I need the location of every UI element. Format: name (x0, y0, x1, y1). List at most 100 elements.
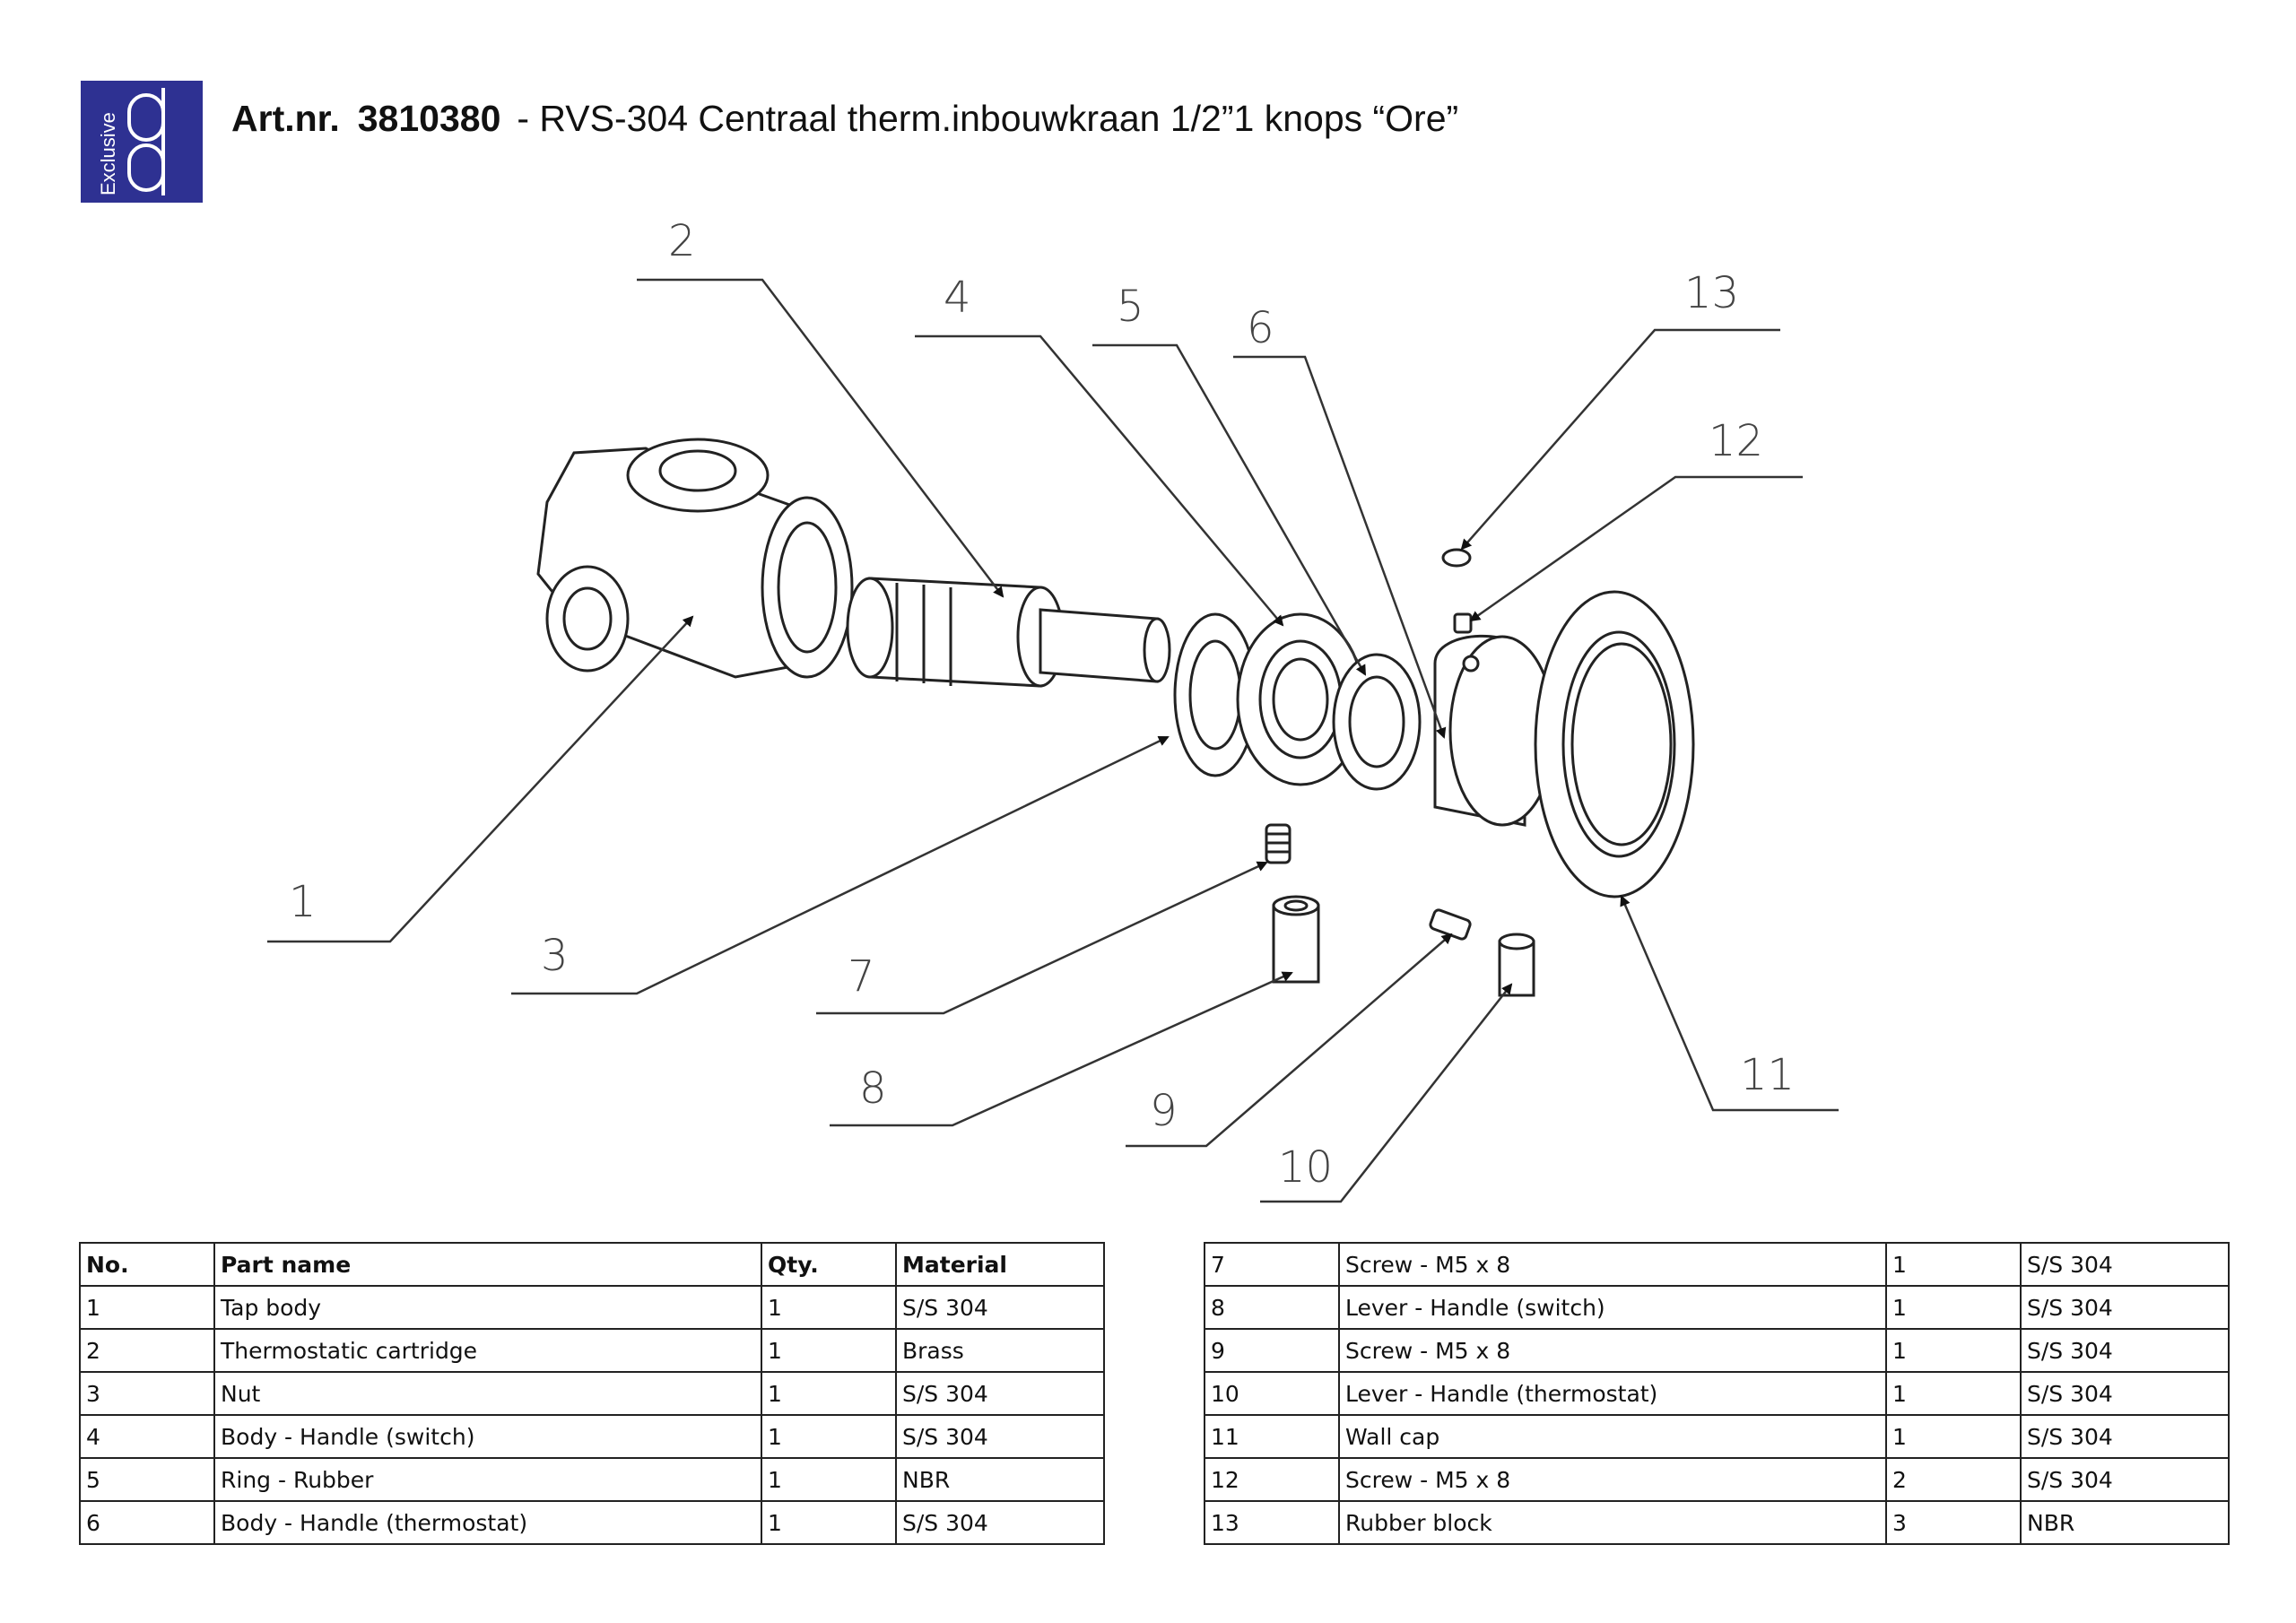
part-rubber-ring (1332, 653, 1422, 791)
callout-5: 5 (1117, 282, 1144, 332)
cell-qty: 1 (1885, 1371, 2022, 1416)
cell-qty: 3 (1885, 1500, 2022, 1545)
header-part-name: Part name (213, 1242, 762, 1287)
cell-qty: 1 (761, 1328, 897, 1373)
leader-line-10 (1260, 983, 1513, 1203)
header-material: Material (895, 1242, 1105, 1287)
part-lever-switch (1272, 895, 1320, 984)
cell-part-name: Body - Handle (thermostat) (213, 1500, 762, 1545)
cell-material: S/S 304 (2020, 1285, 2230, 1330)
part-tap-body (536, 438, 854, 679)
header-no: No. (79, 1242, 215, 1287)
leader-line-13 (1460, 328, 1780, 551)
callout-2: 2 (668, 216, 696, 266)
cell-no: 7 (1204, 1242, 1340, 1287)
leader-line-7 (816, 861, 1268, 1015)
cell-material: S/S 304 (2020, 1371, 2230, 1416)
cell-qty: 1 (761, 1285, 897, 1330)
cell-material: S/S 304 (2020, 1242, 2230, 1287)
cell-no: 8 (1204, 1285, 1340, 1330)
part-screw-7 (1265, 823, 1292, 864)
cell-qty: 1 (1885, 1328, 2022, 1373)
cell-material: S/S 304 (2020, 1457, 2230, 1502)
part-screw-12 (1453, 612, 1473, 634)
cell-material: S/S 304 (895, 1371, 1105, 1416)
callout-13: 13 (1684, 268, 1739, 318)
leader-line-2 (637, 278, 1004, 598)
part-rubber-block (1441, 548, 1472, 568)
cell-part-name: Ring - Rubber (213, 1457, 762, 1502)
leader-line-3 (511, 735, 1170, 995)
leader-line-1 (267, 615, 694, 943)
callout-10: 10 (1278, 1142, 1333, 1193)
cell-part-name: Lever - Handle (thermostat) (1338, 1371, 1887, 1416)
leader-line-12 (1469, 475, 1803, 622)
cell-material: NBR (2020, 1500, 2230, 1545)
article-description: - RVS-304 Centraal therm.inbouwkraan 1/2… (517, 98, 1459, 139)
leader-line-6 (1233, 355, 1447, 739)
callout-3: 3 (541, 931, 569, 981)
cell-material: S/S 304 (895, 1414, 1105, 1459)
cell-no: 13 (1204, 1500, 1340, 1545)
cell-part-name: Thermostatic cartridge (213, 1328, 762, 1373)
cell-qty: 2 (1885, 1457, 2022, 1502)
cell-part-name: Wall cap (1338, 1414, 1887, 1459)
cell-qty: 1 (1885, 1285, 2022, 1330)
cell-no: 11 (1204, 1414, 1340, 1459)
cell-qty: 1 (761, 1371, 897, 1416)
cell-qty: 1 (1885, 1414, 2022, 1459)
cell-no: 5 (79, 1457, 215, 1502)
callout-6: 6 (1247, 303, 1274, 353)
callout-4: 4 (944, 273, 971, 323)
cell-part-name: Screw - M5 x 8 (1338, 1457, 1887, 1502)
cell-qty: 1 (1885, 1242, 2022, 1287)
logo-brand-text: Exclusive (97, 112, 119, 195)
cell-no: 2 (79, 1328, 215, 1373)
cell-material: Brass (895, 1328, 1105, 1373)
brand-logo: Exclusive (81, 81, 203, 203)
cell-part-name: Screw - M5 x 8 (1338, 1328, 1887, 1373)
cell-no: 1 (79, 1285, 215, 1330)
callout-7: 7 (848, 951, 875, 1002)
cell-no: 4 (79, 1414, 215, 1459)
cell-part-name: Rubber block (1338, 1500, 1887, 1545)
callout-12: 12 (1709, 416, 1763, 466)
leader-line-8 (830, 971, 1293, 1127)
cell-material: S/S 304 (2020, 1414, 2230, 1459)
cell-material: NBR (895, 1457, 1105, 1502)
part-handle-body-thermostat (1433, 634, 1556, 827)
cell-no: 3 (79, 1371, 215, 1416)
leader-line-5 (1092, 343, 1367, 676)
callout-1: 1 (289, 877, 317, 927)
leader-line-9 (1126, 933, 1453, 1148)
leader-line-4 (915, 334, 1284, 627)
cell-no: 6 (79, 1500, 215, 1545)
callout-9: 9 (1150, 1086, 1178, 1136)
article-prefix: Art.nr. (231, 98, 340, 139)
cell-no: 9 (1204, 1328, 1340, 1373)
leader-line-11 (1620, 895, 1839, 1112)
cell-material: S/S 304 (895, 1285, 1105, 1330)
cell-part-name: Tap body (213, 1285, 762, 1330)
cell-material: S/S 304 (895, 1500, 1105, 1545)
cell-no: 12 (1204, 1457, 1340, 1502)
cell-part-name: Nut (213, 1371, 762, 1416)
cell-material: S/S 304 (2020, 1328, 2230, 1373)
part-thermostatic-cartridge (846, 577, 1171, 688)
cell-qty: 1 (761, 1500, 897, 1545)
header-qty: Qty. (761, 1242, 897, 1287)
cell-qty: 1 (761, 1414, 897, 1459)
